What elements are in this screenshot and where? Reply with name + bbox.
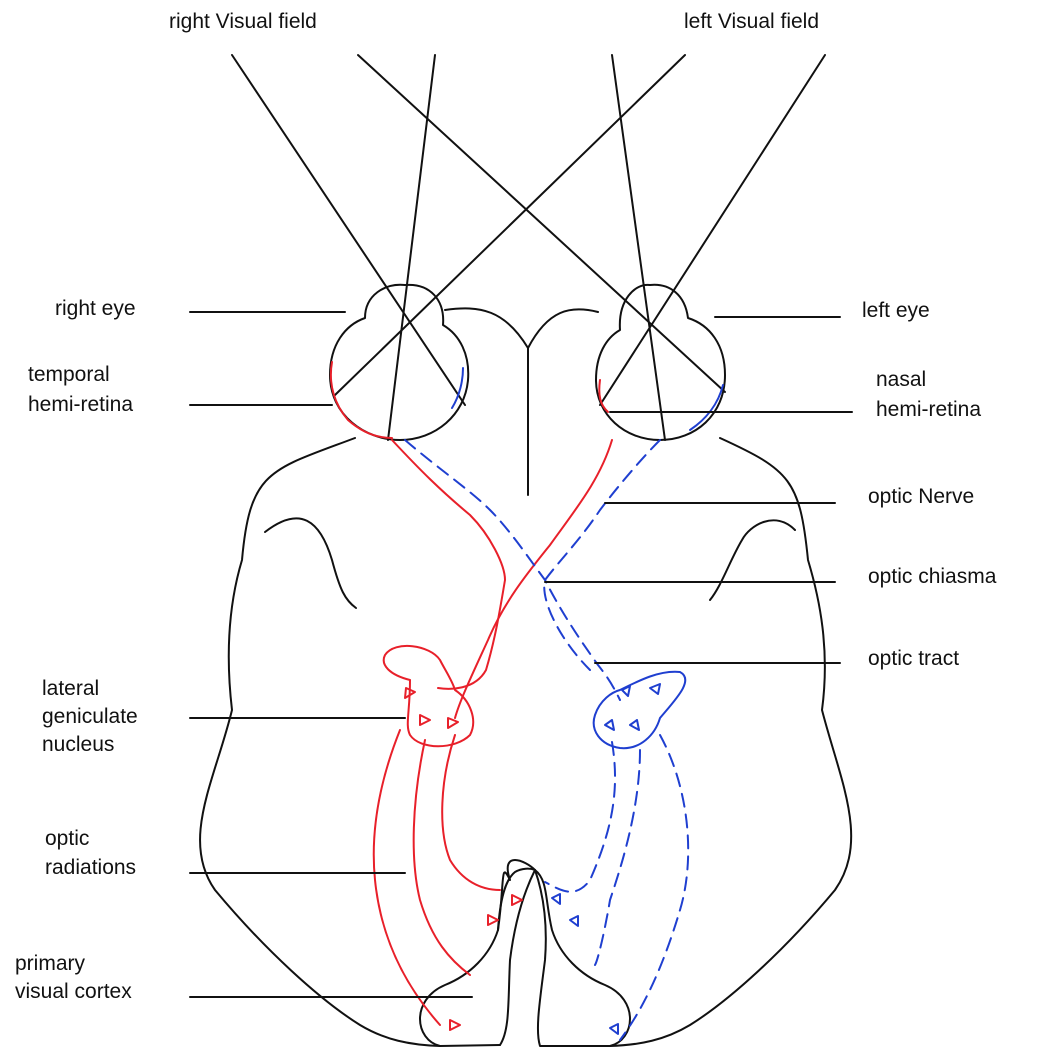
right-eye-globe xyxy=(330,285,468,440)
lgn-label-line3: nucleus xyxy=(42,733,114,756)
nasal-hemi-retina-label-line1: nasal xyxy=(876,368,926,391)
optic-radiations-label-line2: radiations xyxy=(45,856,136,879)
right-visual-field-label: right Visual field xyxy=(169,10,317,33)
optic-tract-label: optic tract xyxy=(868,647,959,670)
nasal-hemi-retina-label-line2: hemi-retina xyxy=(876,398,981,421)
right-eye-label: right eye xyxy=(55,297,136,320)
primary-visual-cortex-label-line1: primary xyxy=(15,952,86,975)
lgn-label-line2: geniculate xyxy=(42,705,138,728)
optic-radiations-label-line1: optic xyxy=(45,827,89,850)
visual-cortex-outline xyxy=(420,860,630,1046)
brain-outline xyxy=(200,308,851,1046)
optic-nerve-label: optic Nerve xyxy=(868,485,974,508)
lgn-label-line1: lateral xyxy=(42,677,99,700)
optic-chiasma-label: optic chiasma xyxy=(868,565,997,588)
left-visual-field-label: left Visual field xyxy=(684,10,819,33)
left-eye-label: left eye xyxy=(862,299,930,322)
temporal-hemi-retina-label-line2: hemi-retina xyxy=(28,393,133,416)
temporal-hemi-retina-label-line1: temporal xyxy=(28,363,110,386)
left-field-pathway xyxy=(405,368,723,1040)
primary-visual-cortex-label-line2: visual cortex xyxy=(15,980,132,1003)
right-field-pathway xyxy=(331,362,612,1030)
leader-lines xyxy=(190,312,852,997)
